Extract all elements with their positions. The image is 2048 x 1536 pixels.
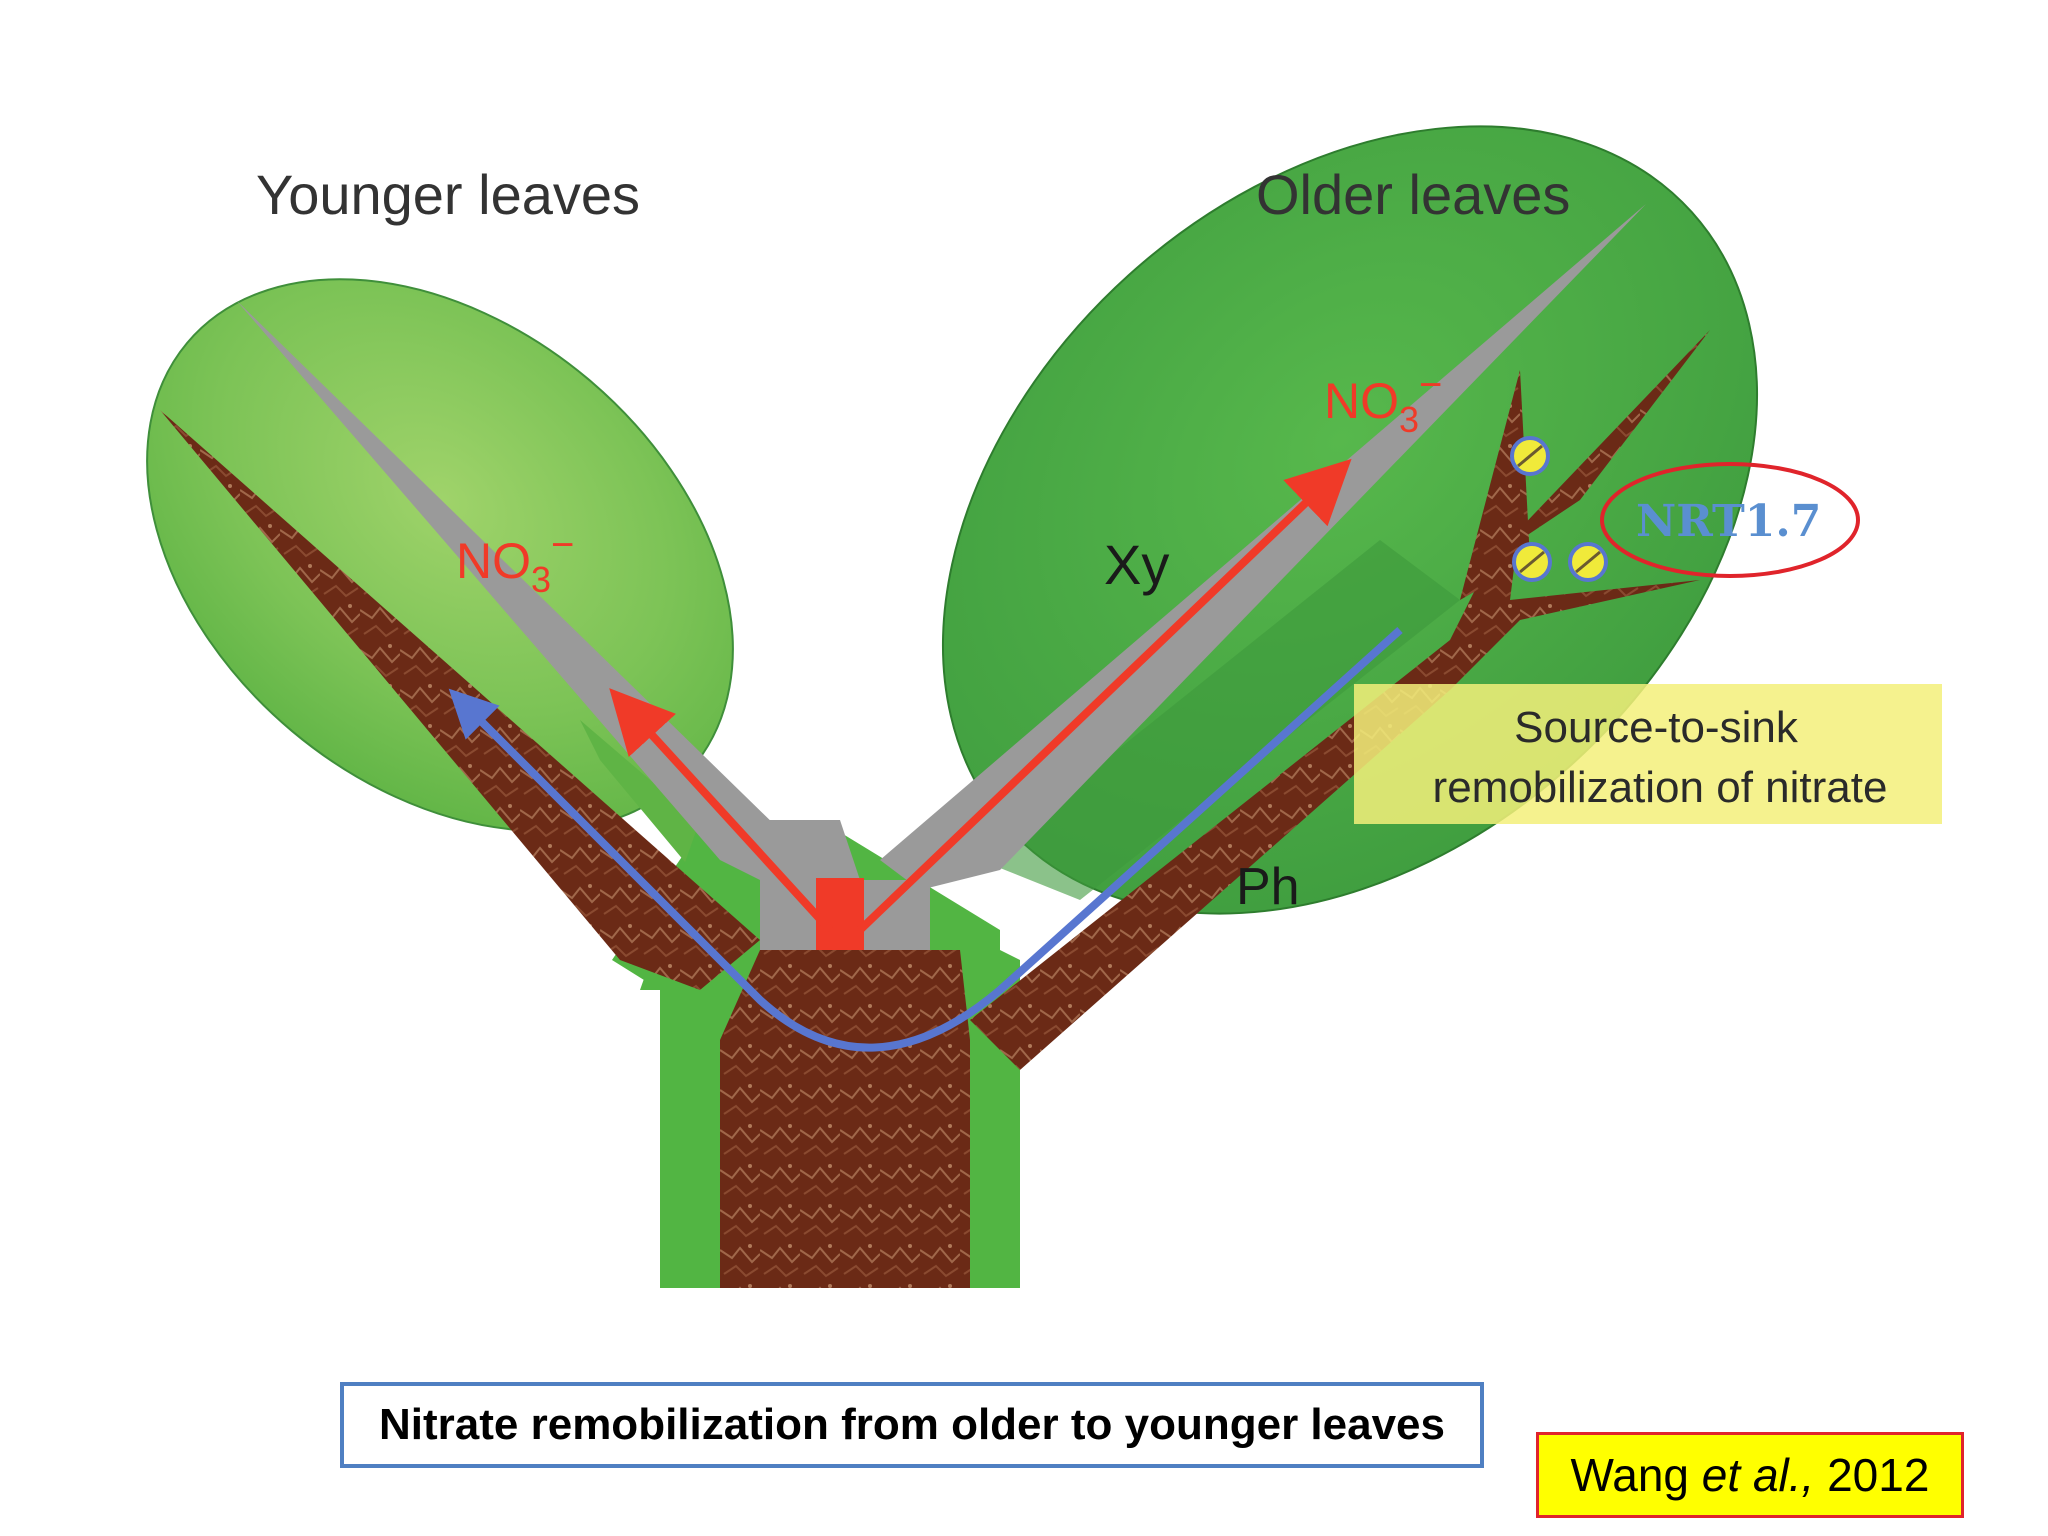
nitrate-arrow-younger: [609, 688, 833, 933]
citation: Wang et al., 2012: [1536, 1432, 1964, 1518]
younger-leaves-label: Younger leaves: [256, 163, 640, 226]
nrt17-transporters: [1510, 436, 1608, 582]
older-leaves-label: Older leaves: [1256, 163, 1570, 226]
citation-author: Wang: [1570, 1449, 1702, 1501]
nrt17-label: NRT1.7: [1636, 496, 1821, 547]
source-sink-line1: Source-to-sink: [1514, 703, 1799, 752]
nitrate-label-older: NO3−: [1324, 363, 1442, 440]
citation-etal: et al.,: [1701, 1449, 1815, 1501]
phloem-flow-arrow: [448, 627, 1403, 1052]
figure-caption: Nitrate remobilization from older to you…: [340, 1382, 1484, 1468]
source-sink-line2: remobilization of nitrate: [1433, 763, 1888, 812]
xylem-label: Xy: [1104, 533, 1169, 596]
citation-year: 2012: [1814, 1449, 1930, 1501]
phloem-label: Ph: [1236, 858, 1300, 916]
nitrate-label-younger: NO3−: [456, 523, 574, 600]
source-sink-highlight: [1354, 684, 1942, 824]
nitrate-arrow-older: [857, 458, 1352, 933]
nrt17-circle: [1600, 462, 1860, 578]
caption-text: Nitrate remobilization from older to you…: [379, 1400, 1445, 1449]
phloem-older: [970, 520, 1700, 1070]
stem-trunk: [720, 950, 970, 1288]
